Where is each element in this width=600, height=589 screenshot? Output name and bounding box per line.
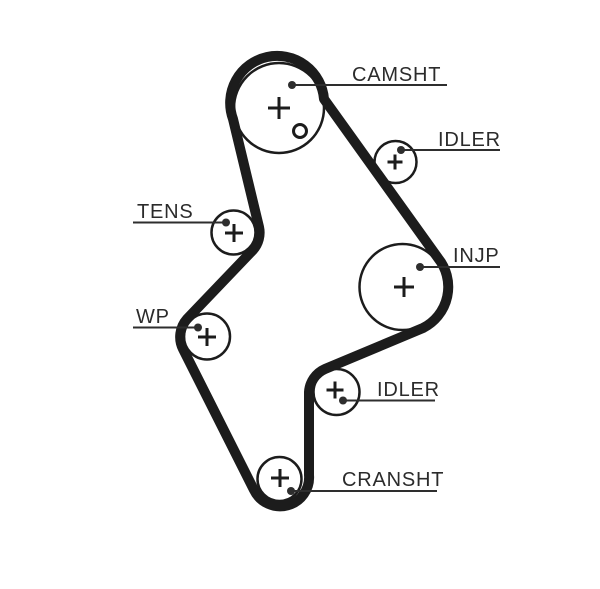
cransht-leader-dot [287, 487, 295, 495]
cransht-label: CRANSHT [342, 469, 444, 491]
tens-leader-dot [222, 218, 230, 227]
camsht-leader-dot [288, 81, 296, 89]
camsht-label: CAMSHT [352, 64, 441, 86]
injp-label: INJP [453, 245, 500, 267]
wp-label: WP [136, 306, 170, 328]
idler-top-center-mark [387, 154, 403, 170]
tensioner-center-mark [225, 224, 243, 242]
camshaft-timing-mark-icon [292, 123, 308, 139]
idler-bottom-leader-dot [339, 396, 347, 405]
injp-leader-dot [416, 263, 424, 271]
tens-label: TENS [137, 201, 194, 223]
idler-top-leader-dot [397, 146, 405, 154]
wp-leader-dot [194, 323, 202, 332]
idler-bottom-center-mark [326, 381, 344, 399]
crankshaft-center-mark [271, 469, 289, 487]
injection-pump-center-mark [394, 277, 414, 297]
camshaft-center-mark [268, 97, 290, 119]
idler-bottom-label: IDLER [377, 379, 440, 401]
water-pump-center-mark [198, 328, 216, 346]
idler-top-label: IDLER [438, 129, 501, 151]
timing-belt [175, 50, 454, 512]
